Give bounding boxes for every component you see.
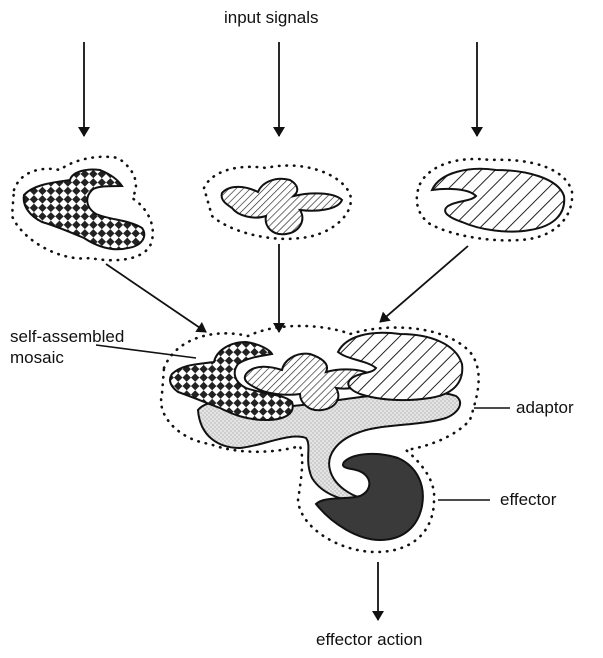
complex-right-piece bbox=[338, 333, 462, 400]
label-effector: effector bbox=[500, 490, 556, 510]
receptor-middle bbox=[204, 166, 351, 239]
receptor-right-shape bbox=[432, 169, 564, 232]
receptor-left-shape bbox=[24, 169, 145, 249]
assembled-complex bbox=[161, 326, 479, 552]
label-self-assembled-mosaic: self-assembled mosaic bbox=[10, 326, 124, 368]
receptor-middle-shape bbox=[222, 179, 342, 235]
effector-shape bbox=[316, 454, 423, 540]
label-effector-action: effector action bbox=[316, 630, 422, 650]
label-input-signals: input signals bbox=[224, 8, 319, 28]
label-adaptor: adaptor bbox=[516, 398, 574, 418]
receptor-right bbox=[417, 159, 572, 240]
assembly-arrow-left bbox=[106, 264, 206, 332]
assembly-arrow-right bbox=[380, 246, 468, 322]
receptor-left bbox=[12, 157, 153, 260]
